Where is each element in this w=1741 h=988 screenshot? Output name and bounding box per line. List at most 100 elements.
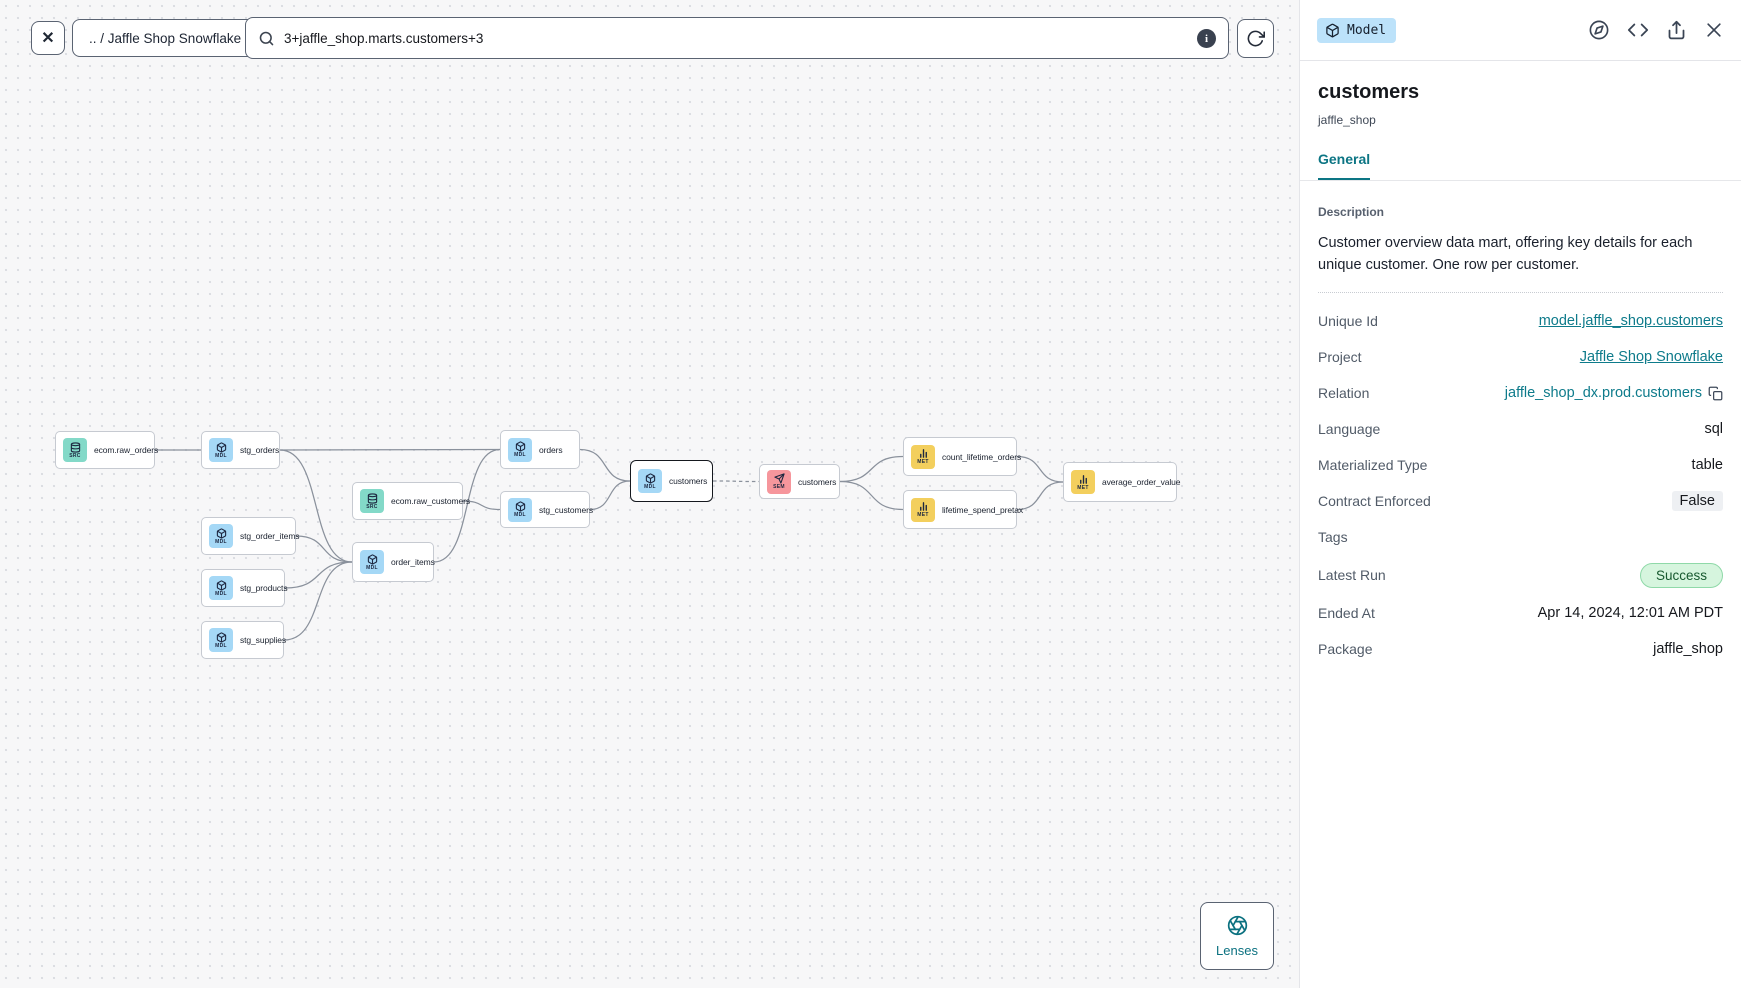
description-text: Customer overview data mart, offering ke… <box>1318 235 1693 273</box>
node-label: ecom.raw_customers <box>391 496 470 506</box>
field-row-project: Project Jaffle Shop Snowflake <box>1318 347 1723 368</box>
copy-icon[interactable] <box>1708 386 1723 401</box>
node-label: stg_customers <box>539 504 593 515</box>
lenses-label: Lenses <box>1216 943 1258 958</box>
field-row-unique-id: Unique Id model.jaffle_shop.customers <box>1318 311 1723 332</box>
share-icon <box>1668 20 1685 39</box>
breadcrumb[interactable]: .. / Jaffle Shop Snowflake <box>72 19 259 57</box>
node-label: stg_order_items <box>240 531 300 541</box>
field-row-language: Language sql <box>1318 419 1723 440</box>
graph-node-stg_supplies[interactable]: MDL stg_supplies <box>201 621 287 659</box>
node-label: stg_supplies <box>240 635 287 645</box>
panel-actions <box>1588 19 1724 41</box>
title-block: customers jaffle_shop <box>1300 61 1741 127</box>
cube-icon: MDL <box>209 576 233 600</box>
explore-button[interactable] <box>1588 19 1610 41</box>
graph-node-customers[interactable]: MDL customers <box>630 460 713 502</box>
graph-node-count_lifetime_orders[interactable]: MET count_lifetime_orders <box>903 437 1021 476</box>
refresh-icon <box>1247 30 1265 47</box>
field-label: Materialized Type <box>1318 457 1428 473</box>
details-panel: Model customers jaffle_shop <box>1299 0 1741 988</box>
field-value: sql <box>1704 421 1723 437</box>
field-value: False <box>1671 491 1723 511</box>
resource-type-label: Model <box>1347 22 1387 38</box>
field-value: Apr 14, 2024, 12:01 AM PDT <box>1537 605 1723 621</box>
graph-node-order_items[interactable]: MDL order_items <box>352 542 435 582</box>
field-row-materialized-type: Materialized Type table <box>1318 455 1723 476</box>
field-value[interactable]: Jaffle Shop Snowflake <box>1579 349 1723 365</box>
graph-node-average_order_value[interactable]: MET average_order_value <box>1063 462 1181 502</box>
bar-chart-icon: MET <box>1071 470 1095 494</box>
graph-node-stg_customers[interactable]: MDL stg_customers <box>500 491 593 528</box>
field-value: jaffle_shop <box>1653 641 1723 657</box>
database-icon: SRC <box>63 438 87 462</box>
cube-icon: MDL <box>360 550 384 574</box>
node-label: count_lifetime_orders <box>942 451 1022 462</box>
refresh-button[interactable] <box>1237 19 1274 58</box>
panel-header: Model <box>1300 0 1741 60</box>
share-button[interactable] <box>1666 20 1687 41</box>
field-label: Package <box>1318 641 1373 657</box>
cube-icon: MDL <box>209 438 233 462</box>
panel-tabs: General <box>1300 151 1741 181</box>
field-label: Language <box>1318 421 1381 437</box>
field-row-package: Package jaffle_shop <box>1318 639 1723 660</box>
graph-node-stg_orders[interactable]: MDL stg_orders <box>201 431 280 469</box>
database-icon: SRC <box>360 489 384 513</box>
field-label: Tags <box>1318 529 1348 545</box>
info-icon[interactable]: i <box>1197 29 1216 48</box>
field-label: Contract Enforced <box>1318 493 1431 509</box>
close-icon: ✕ <box>41 30 55 47</box>
cube-icon: MDL <box>508 497 532 522</box>
field-value: Success <box>1639 562 1723 588</box>
lenses-button[interactable]: Lenses <box>1200 902 1274 970</box>
divider <box>1318 291 1723 293</box>
field-label: Relation <box>1318 385 1370 401</box>
panel-body: Description Customer overview data mart,… <box>1300 181 1741 691</box>
breadcrumb-label: .. / Jaffle Shop Snowflake <box>89 30 242 46</box>
field-label: Ended At <box>1318 605 1375 621</box>
field-value[interactable]: model.jaffle_shop.customers <box>1538 313 1723 329</box>
close-lineage-button[interactable]: ✕ <box>31 21 65 55</box>
code-icon <box>1627 23 1649 37</box>
field-label: Unique Id <box>1318 313 1378 329</box>
cube-icon: MDL <box>508 437 532 462</box>
close-icon <box>1707 23 1721 37</box>
model-title: customers <box>1318 81 1420 103</box>
search-input[interactable] <box>284 30 1188 46</box>
field-label: Project <box>1318 349 1362 365</box>
bar-chart-icon: MET <box>911 444 935 469</box>
model-package-subtitle: jaffle_shop <box>1318 113 1376 127</box>
node-label: customers <box>798 476 837 487</box>
lineage-canvas[interactable]: ✕ .. / Jaffle Shop Snowflake i SRCecom.r… <box>0 0 1299 988</box>
field-row-contract-enforced: Contract Enforced False <box>1318 491 1723 512</box>
node-label: order_items <box>391 557 435 567</box>
search-icon <box>259 31 274 45</box>
node-label: average_order_value <box>1102 477 1181 487</box>
lineage-search-box[interactable]: i <box>245 17 1229 59</box>
close-panel-button[interactable] <box>1704 20 1724 40</box>
node-label: customers <box>669 476 708 486</box>
send-icon: SEM <box>767 469 791 494</box>
cube-icon: MDL <box>638 469 662 493</box>
field-value: jaffle_shop_dx.prod.customers <box>1505 385 1723 401</box>
field-row-relation: Relation jaffle_shop_dx.prod.customers <box>1318 383 1723 404</box>
view-code-button[interactable] <box>1627 19 1649 41</box>
field-value: table <box>1691 457 1723 473</box>
description-heading: Description <box>1318 205 1385 219</box>
node-label: stg_orders <box>240 445 280 455</box>
resource-type-badge: Model <box>1317 17 1397 43</box>
tab-general[interactable]: General <box>1318 151 1371 180</box>
cube-icon: MDL <box>209 628 233 652</box>
compass-icon <box>1589 20 1609 40</box>
graph-node-customers_sem[interactable]: SEM customers <box>759 464 840 499</box>
node-label: lifetime_spend_pretax <box>942 504 1024 515</box>
graph-node-ecom_raw_customers[interactable]: SRC ecom.raw_customers <box>352 482 470 520</box>
panel-header-divider <box>1300 60 1741 61</box>
